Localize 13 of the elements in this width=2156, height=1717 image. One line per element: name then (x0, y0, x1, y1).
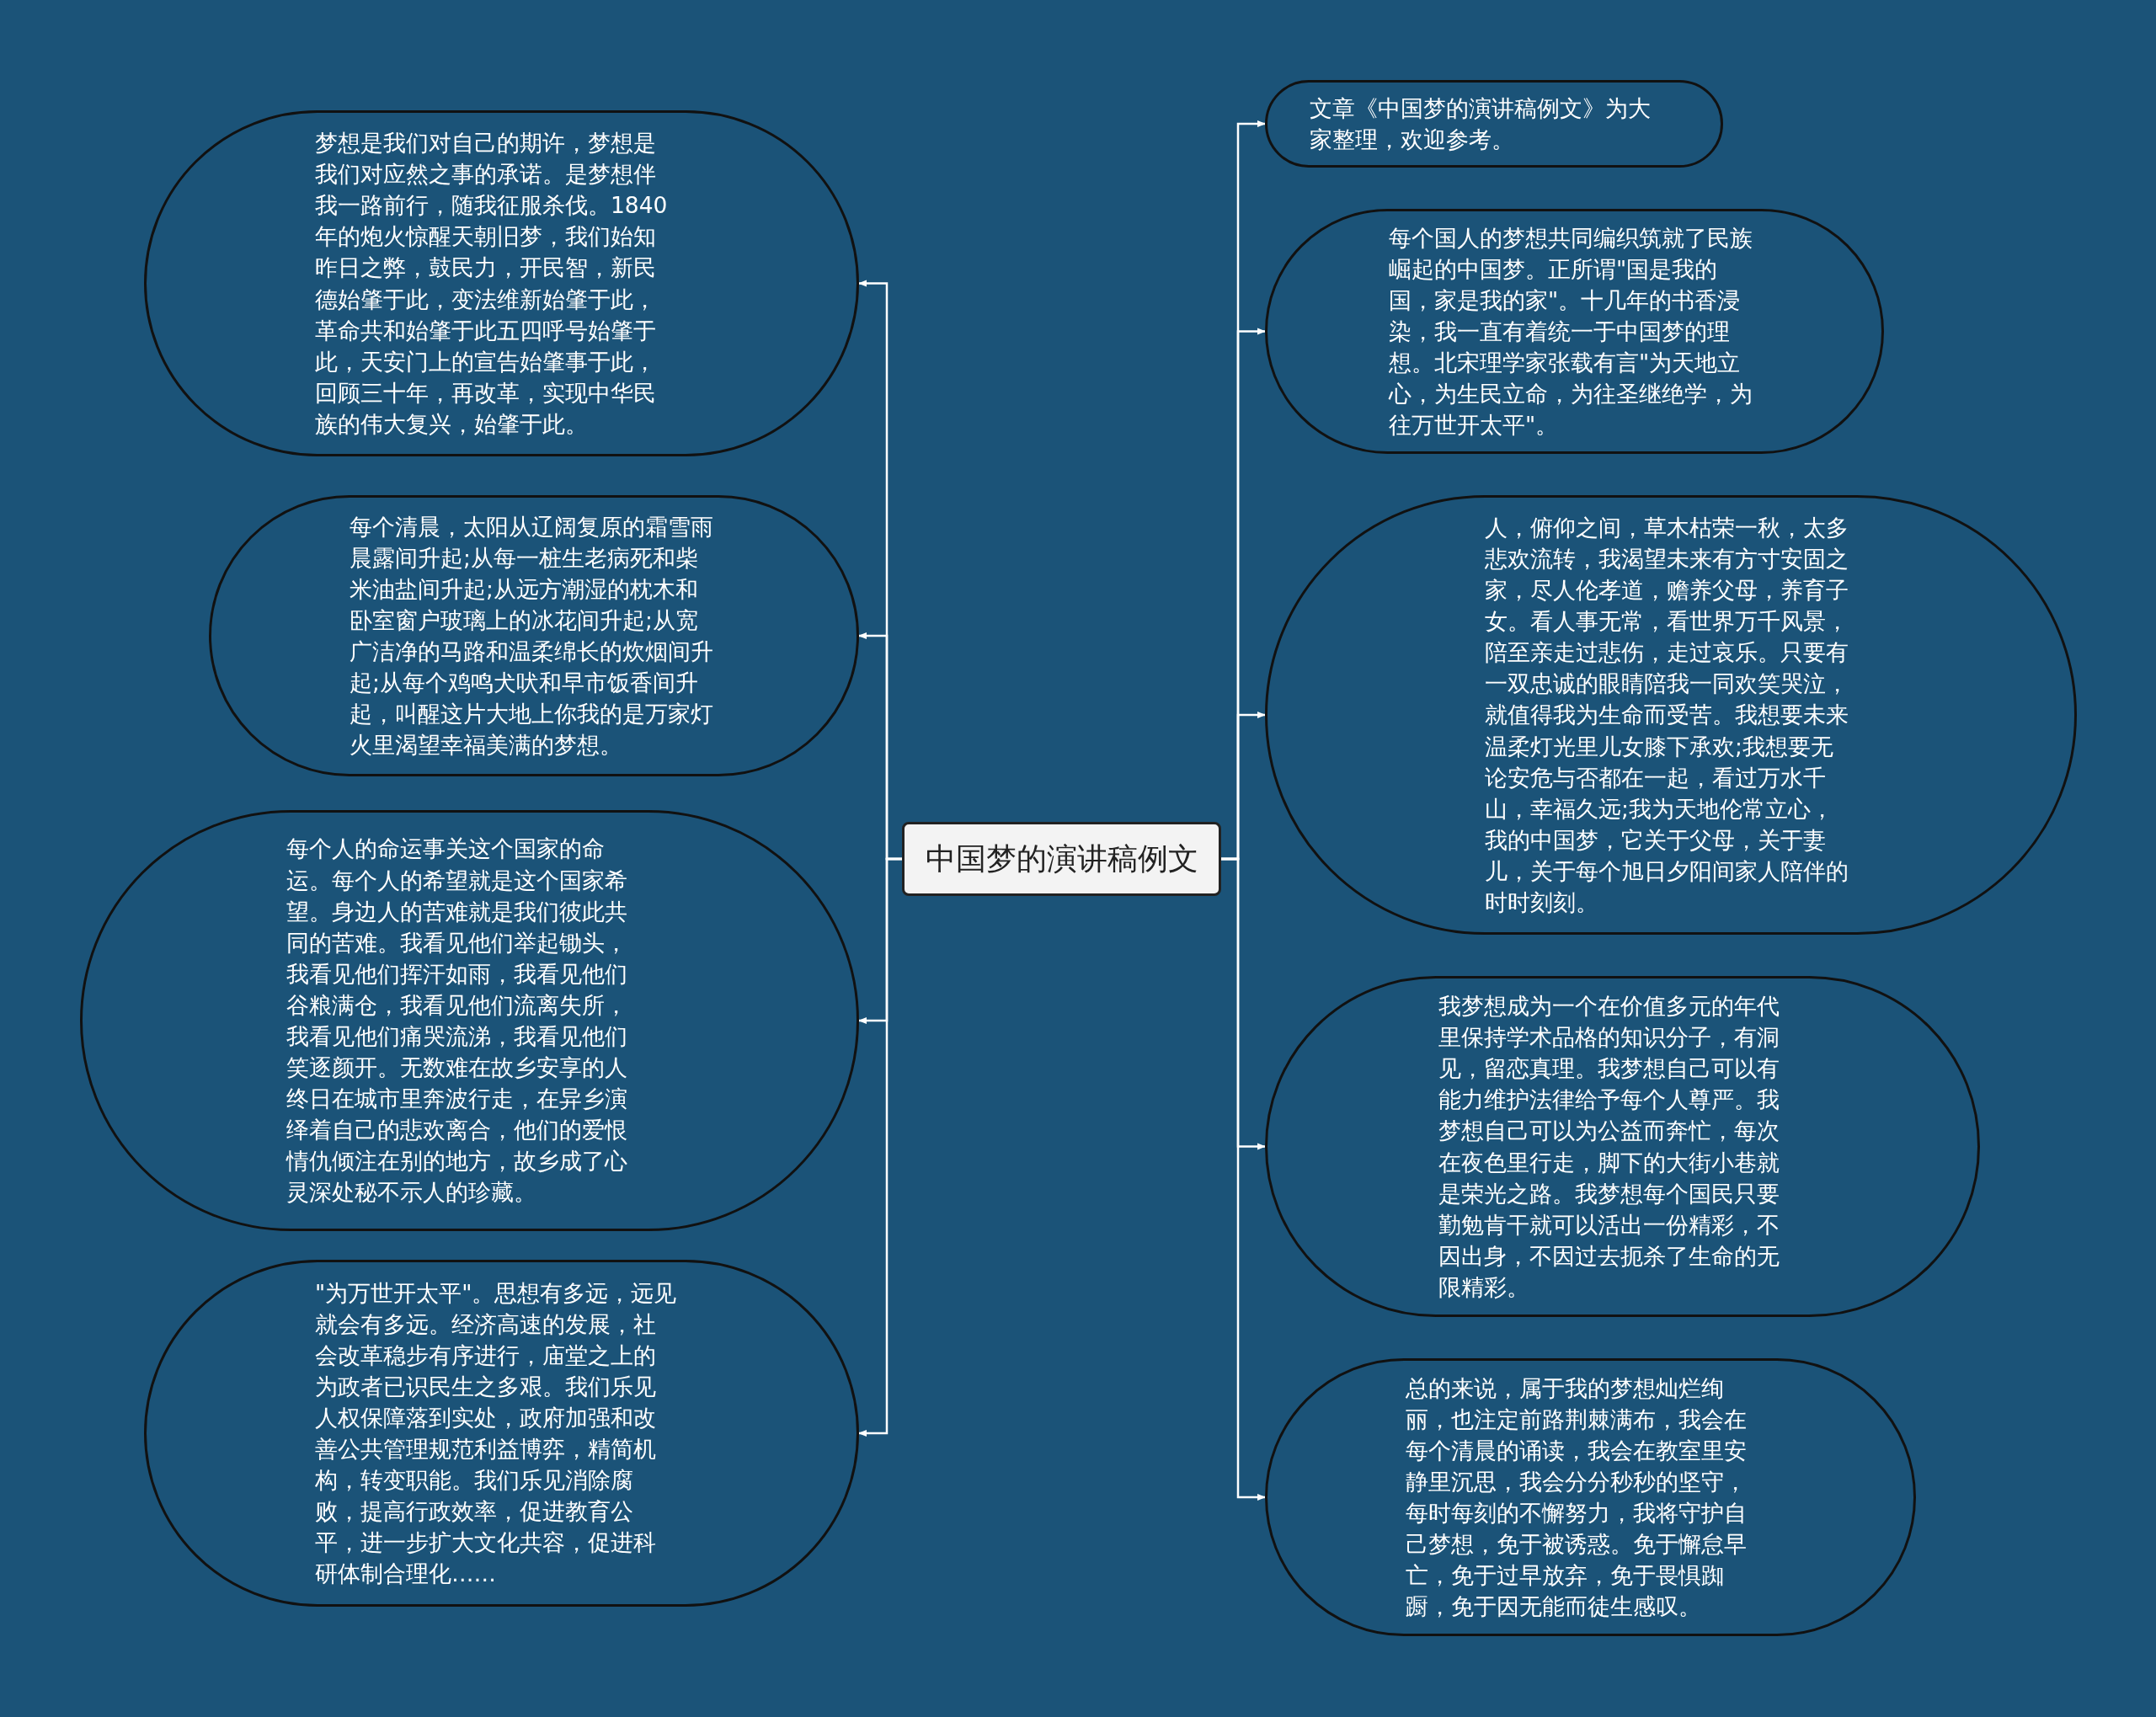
node-text: 每个国人的梦想共同编织筑就了民族崛起的中国梦。正所谓"国是我的国，家是我的家"。十几年的书香浸染，我一直有着统一于中国梦的理想。北宋理学家张载有言"为天地立心，为生民立命，为往圣继绝学，为往万世开太平"。 (1389, 223, 1753, 440)
node-text: 梦想是我们对自己的期许，梦想是我们对应然之事的承诺。是梦想伴我一路前行，随我征服杀伐。1840年的炮火惊醒天朝旧梦，我们始知昨日之弊，鼓民力，开民智，新民德始肇于此，变法维新始肇于此，革命共和始肇于此五四呼号始肇于此，天安门上的宣告始肇事于此，回顾三十年，再改革，实现中华民族的伟大复兴，始肇于此。 (315, 129, 669, 439)
node-text: 总的来说，属于我的梦想灿烂绚丽，也注定前路荆棘满布，我会在每个清晨的诵读，我会在教室里安静里沉思，我会分分秒秒的坚守，每时每刻的不懈努力，我将守护自己梦想，免于被诱惑。免于懈怠早亡，免于过早放弃，免于畏惧踟蹰，免于因无能而徒生感叹。 (1406, 1373, 1748, 1622)
connector-arrow (858, 857, 902, 1437)
node-text: 我梦想成为一个在价值多元的年代里保持学术品格的知识分子，有洞见，留恋真理。我梦想自己可以有能力维护法律给予每个人尊严。我梦想自己可以为公益而奔忙，每次在夜色里行走，脚下的大街小巷就是荣光之路。我梦想每个国民只要勤勉肯干就可以活出一份精彩，不因出身，不因过去扼杀了生命的无限精彩。 (1438, 992, 1780, 1302)
node-text: 人，俯仰之间，草木枯荣一秋，太多悲欢流转，我渴望未来有方寸安固之家，尽人伦孝道，赡养父母，养育子女。看人事无常，看世界万千风景，陪至亲走过悲伤，走过哀乐。只要有一双忠诚的眼睛陪我一同欢笑哭泣，就值得我为生命而受苦。我想要未来温柔灯光里儿女膝下承欢;我想要无论安危与否都在一起，看过万水千山，幸福久远;我为天地伦常立心，我的中国梦，它关于父母，关于妻儿，关于每个旭日夕阳间家人陪伴的时时刻刻。 (1485, 513, 1849, 917)
topic-box (902, 822, 1221, 896)
node-text: 每个清晨，太阳从辽阔复原的霜雪雨晨露间升起;从每一桩生老病死和柴米油盐间升起;从远方潮湿的枕木和卧室窗户玻璃上的冰花间升起;从宽广洁净的马路和温柔绵长的炊烟间升起;从每个鸡鸣犬吠和早市饭香间升起，叫醒这片大地上你我的是万家灯火里渴望幸福美满的梦想。 (350, 512, 714, 760)
topic-title: 中国梦的演讲稿例文 (925, 840, 1198, 877)
node-text: 每个人的命运事关这个国家的命运。每个人的希望就是这个国家希望。身边人的苦难就是我们彼此共同的苦难。我看见他们举起锄头，我看见他们挥汗如雨，我看见他们谷粮满仓，我看见他们流离失所，我看见他们痛哭流涕，我看见他们笑逐颜开。无数难在故乡安享的人终日在城市里奔波行走，在异乡演绎着自己的悲欢离合，他们的爱恨情仇倾注在别的地方，故乡成了心灵深处秘不示人的珍藏。 (286, 835, 628, 1208)
node-text: 文章《中国梦的演讲稿例文》为大家整理，欢迎参考。 (1310, 93, 1652, 154)
node-text: "为万世开太平"。思想有多远，远见就会有多远。经济高速的发展，社会改革稳步有序进行，庙堂之上的为政者已识民生之多艰。我们乐见人权保障落到实处，政府加强和改善公共管理规范利益博弈，精简机构，转变职能。我们乐见消除腐败，提高行政效率，促进教育公平，进一步扩大文化共容，促进科研体制合理化…… (315, 1278, 678, 1589)
connector-arrow (1221, 857, 1266, 1501)
